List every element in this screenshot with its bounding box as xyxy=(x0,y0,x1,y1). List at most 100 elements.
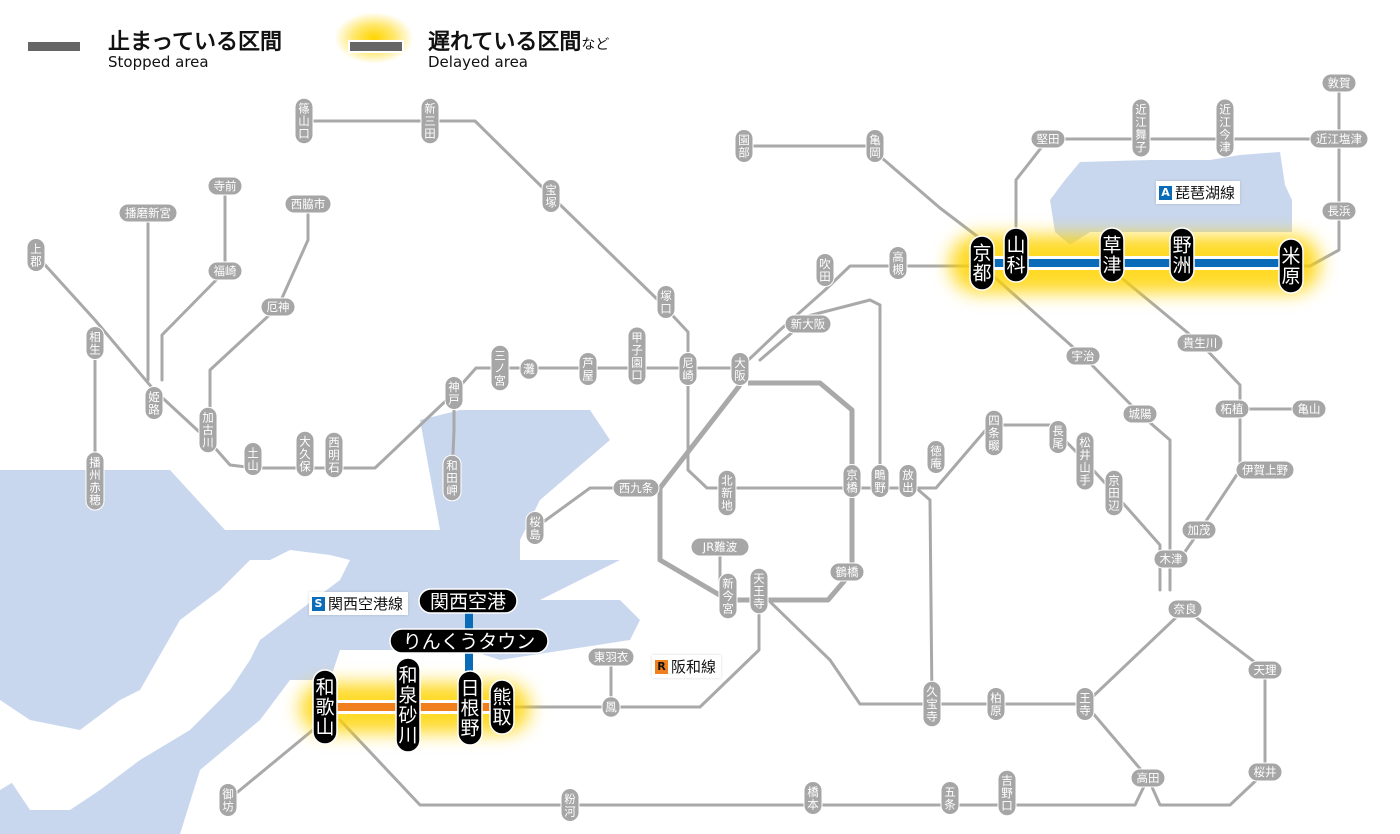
station-gray-44[interactable]: 長尾 xyxy=(1048,420,1068,454)
station-pill xyxy=(1278,238,1304,294)
line-tag-hanwa[interactable]: R 阪和線 xyxy=(652,655,722,678)
station-gray-6[interactable]: 堅田 xyxy=(1030,129,1066,149)
station-gray-72[interactable]: 吉野口 xyxy=(997,769,1017,817)
station-gray-28[interactable]: 灘 xyxy=(519,358,539,380)
station-gray-59[interactable]: 高田 xyxy=(1130,768,1166,788)
station-gray-13[interactable]: 播磨新宮 xyxy=(118,203,178,223)
station-gray-23[interactable]: 大久保 xyxy=(295,430,315,478)
station-gray-66[interactable]: 久宝寺 xyxy=(922,680,942,728)
station-gray-2[interactable]: 宝塚 xyxy=(541,179,561,213)
station-gray-63[interactable]: 鶴橋 xyxy=(829,562,865,582)
station-hineno[interactable]: 日根野 xyxy=(457,670,483,746)
station-gray-36[interactable]: 西九条 xyxy=(612,478,660,498)
station-gray-62[interactable]: 天王寺 xyxy=(749,567,769,615)
station-gray-61[interactable]: 新今宮 xyxy=(718,572,738,620)
station-gray-11[interactable]: 長浜 xyxy=(1321,201,1357,221)
station-gray-15[interactable]: 上郡 xyxy=(26,238,46,272)
station-name: 新大阪 xyxy=(791,317,826,331)
station-gray-39[interactable]: 京橋 xyxy=(842,464,862,498)
station-kyoto[interactable]: 京都 xyxy=(969,235,995,291)
station-pill xyxy=(865,129,885,163)
station-gray-27[interactable]: 三ノ宮 xyxy=(490,344,510,392)
station-gray-64[interactable]: 東羽衣 xyxy=(587,647,635,667)
station-gray-14[interactable]: 西脇市 xyxy=(284,194,332,214)
station-gray-57[interactable]: 王寺 xyxy=(1075,687,1095,721)
station-name: 土山 xyxy=(247,446,259,473)
station-gray-8[interactable]: 近江今津 xyxy=(1215,98,1235,158)
station-gray-56[interactable]: 天理 xyxy=(1247,660,1283,680)
station-kumatori[interactable]: 熊取 xyxy=(489,679,515,735)
station-gray-43[interactable]: 四条畷 xyxy=(984,409,1004,457)
station-gray-46[interactable]: 京田辺 xyxy=(1104,469,1124,517)
station-gray-45[interactable]: 松井山手 xyxy=(1075,431,1095,491)
line-tag-biwako[interactable]: A 琵琶湖線 xyxy=(1156,181,1241,204)
station-gray-1[interactable]: 新三田 xyxy=(420,97,440,145)
station-gray-34[interactable]: 高槻 xyxy=(888,246,908,280)
station-yamashina[interactable]: 山科 xyxy=(1003,227,1029,283)
station-gray-40[interactable]: 鴫野 xyxy=(870,464,890,498)
station-gray-26[interactable]: 和田岬 xyxy=(442,454,462,502)
station-gray-69[interactable]: 粉河 xyxy=(560,788,580,822)
station-gray-21[interactable]: 播州赤穂 xyxy=(85,451,105,511)
station-gray-38[interactable]: 北新地 xyxy=(717,469,737,517)
station-rinku-town[interactable]: りんくうタウン xyxy=(389,628,549,654)
station-gray-71[interactable]: 五条 xyxy=(940,781,960,815)
line-tag-kansai-airport[interactable]: S 関西空港線 xyxy=(309,592,409,615)
station-gray-41[interactable]: 放出 xyxy=(898,464,918,498)
station-gray-32[interactable]: 大阪 xyxy=(730,352,750,386)
station-maibara[interactable]: 米原 xyxy=(1278,238,1304,294)
station-name: 播州赤穂 xyxy=(89,455,101,507)
station-name: 徳庵 xyxy=(930,444,942,471)
station-gray-31[interactable]: 尼崎 xyxy=(678,352,698,386)
station-gray-4[interactable]: 園部 xyxy=(734,129,754,163)
station-gray-29[interactable]: 芦屋 xyxy=(578,352,598,386)
station-gray-35[interactable]: 新大阪 xyxy=(784,314,832,334)
station-gray-55[interactable]: 奈良 xyxy=(1167,599,1203,619)
station-kusatsu[interactable]: 草津 xyxy=(1099,227,1125,283)
station-gray-25[interactable]: 神戸 xyxy=(444,376,464,410)
station-gray-68[interactable]: 御坊 xyxy=(218,783,238,817)
station-gray-9[interactable]: 敦賀 xyxy=(1321,73,1357,93)
station-gray-19[interactable]: 姫路 xyxy=(144,386,164,420)
station-gray-54[interactable]: 木津 xyxy=(1153,549,1189,569)
station-gray-51[interactable]: 亀山 xyxy=(1291,399,1327,419)
station-pill xyxy=(997,769,1017,817)
station-pill xyxy=(940,781,960,815)
station-gray-70[interactable]: 橋本 xyxy=(803,781,823,815)
station-gray-12[interactable]: 寺前 xyxy=(207,176,243,196)
station-gray-30[interactable]: 甲子園口 xyxy=(627,326,647,386)
station-pill xyxy=(1291,399,1327,419)
station-gray-58[interactable]: 桜井 xyxy=(1247,762,1283,782)
station-gray-16[interactable]: 福崎 xyxy=(207,261,243,281)
station-gray-3[interactable]: 塚口 xyxy=(656,285,676,319)
station-yasu[interactable]: 野洲 xyxy=(1169,227,1195,283)
station-gray-47[interactable]: 宇治 xyxy=(1065,346,1101,366)
station-gray-42[interactable]: 徳庵 xyxy=(926,440,946,474)
station-name: 貴生川 xyxy=(1183,336,1218,350)
station-name: 和田岬 xyxy=(446,459,458,498)
station-gray-53[interactable]: 加茂 xyxy=(1181,520,1217,540)
station-gray-52[interactable]: 伊賀上野 xyxy=(1235,460,1295,480)
station-gray-37[interactable]: 桜島 xyxy=(525,511,545,545)
station-gray-24[interactable]: 西明石 xyxy=(324,431,344,479)
station-gray-33[interactable]: 吹田 xyxy=(815,253,835,287)
station-kansai-airport[interactable]: 関西空港 xyxy=(418,588,518,614)
station-gray-7[interactable]: 近江舞子 xyxy=(1131,98,1151,158)
station-gray-50[interactable]: 柘植 xyxy=(1214,399,1250,419)
station-gray-49[interactable]: 貴生川 xyxy=(1176,333,1224,353)
station-izumisunagawa[interactable]: 和泉砂川 xyxy=(395,657,421,753)
station-name: 天王寺 xyxy=(753,572,765,611)
delayed-line-swatch-icon xyxy=(348,40,404,53)
station-gray-60[interactable]: JR難波 xyxy=(690,537,750,557)
station-gray-65[interactable]: 鳳 xyxy=(601,696,621,718)
station-gray-22[interactable]: 土山 xyxy=(243,442,263,476)
station-gray-0[interactable]: 篠山口 xyxy=(294,97,314,145)
station-gray-5[interactable]: 亀岡 xyxy=(865,129,885,163)
station-gray-17[interactable]: 厄神 xyxy=(260,297,296,317)
station-wakayama[interactable]: 和歌山 xyxy=(312,669,338,745)
station-gray-67[interactable]: 柏原 xyxy=(986,687,1006,721)
station-gray-10[interactable]: 近江塩津 xyxy=(1309,129,1369,149)
station-gray-20[interactable]: 加古川 xyxy=(198,406,218,454)
station-gray-18[interactable]: 相生 xyxy=(85,326,105,360)
station-gray-48[interactable]: 城陽 xyxy=(1122,404,1158,424)
